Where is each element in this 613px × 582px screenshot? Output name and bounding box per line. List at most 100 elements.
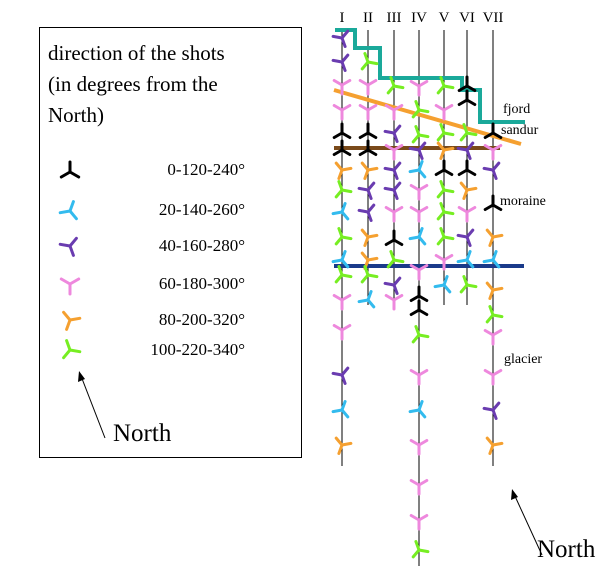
shot-symbol	[332, 324, 352, 341]
shot-symbol	[434, 254, 454, 271]
shot-symbol	[483, 329, 503, 346]
shot-symbol	[456, 250, 475, 269]
shot-symbol	[332, 139, 352, 156]
shot-symbol	[383, 161, 402, 180]
shot-symbol	[456, 141, 475, 160]
legend-title-line: North)	[48, 103, 104, 127]
shot-symbol	[457, 159, 477, 176]
legend-title-line: (in degrees from the	[48, 72, 218, 96]
shot-symbol	[436, 180, 455, 199]
shot-symbol	[331, 400, 350, 419]
zone-label-glacier: glacier	[504, 352, 543, 367]
legend-title-line: direction of the shots	[48, 41, 225, 65]
shot-symbol	[459, 181, 478, 200]
legend-box	[39, 27, 302, 458]
shot-symbol	[58, 200, 78, 221]
shot-symbol	[360, 52, 379, 71]
shot-symbol	[408, 227, 427, 246]
shot-symbol	[334, 180, 353, 199]
shot-symbol	[434, 104, 454, 121]
legend-title: direction of the shots (in degrees from …	[48, 38, 298, 131]
shot-symbol	[62, 339, 82, 360]
column-label-V: V	[438, 10, 450, 26]
shot-symbol	[436, 141, 455, 160]
map-north-arrow	[513, 493, 543, 556]
shot-symbol	[457, 75, 477, 92]
shot-symbol	[334, 161, 353, 180]
shot-symbol	[358, 104, 378, 121]
shot-symbol	[408, 141, 427, 160]
shot-symbol	[384, 144, 404, 161]
shot-symbol	[408, 400, 427, 419]
legend-label-80: 80-200-320°	[158, 310, 245, 329]
shot-symbol	[409, 80, 429, 97]
shot-symbol	[386, 250, 405, 269]
shot-symbol	[358, 79, 378, 96]
column-label-III: III	[386, 10, 402, 26]
shot-symbol	[409, 479, 429, 496]
shot-symbol	[457, 89, 477, 106]
shot-symbol	[411, 100, 430, 119]
shot-symbol	[332, 294, 352, 311]
shot-symbol	[58, 236, 78, 257]
zone-label-fjord: fjord	[503, 102, 531, 117]
shot-symbol	[332, 122, 352, 139]
shot-symbol	[436, 123, 455, 142]
shot-symbol	[409, 439, 429, 456]
shot-symbol	[411, 540, 430, 559]
shot-symbol	[62, 310, 82, 331]
shot-symbol	[331, 29, 350, 48]
shot-symbol	[436, 202, 455, 221]
shot-symbol	[433, 275, 452, 294]
shot-symbol	[408, 160, 427, 179]
shot-symbol	[409, 514, 429, 531]
shot-symbol	[331, 366, 350, 385]
legend-north-label: North	[113, 420, 172, 447]
column-label-II: II	[363, 10, 373, 26]
column-label-VI: VI	[459, 10, 475, 26]
legend-label-60: 60-180-300°	[158, 274, 245, 293]
shot-symbol	[459, 123, 478, 142]
shot-symbol	[409, 299, 429, 316]
map-north-arrowhead	[511, 489, 518, 500]
shot-symbol	[360, 265, 379, 284]
column-label-IV: IV	[411, 10, 427, 26]
shot-symbol	[358, 139, 378, 156]
shot-symbol	[384, 206, 404, 223]
shot-symbol	[457, 206, 477, 223]
fjord-boundary-line	[335, 28, 525, 124]
shot-symbol	[384, 294, 404, 311]
column-label-I: I	[339, 10, 345, 26]
shot-symbol	[483, 194, 503, 211]
shot-symbol	[409, 184, 429, 201]
shot-symbol	[411, 325, 430, 344]
shot-symbol	[334, 436, 353, 455]
shot-symbol	[384, 104, 404, 121]
shot-symbol	[384, 229, 404, 246]
shot-symbol	[485, 305, 504, 324]
shot-symbol	[411, 125, 430, 144]
shot-symbol	[357, 290, 376, 309]
legend-label-0: 0-120-240°	[167, 160, 245, 179]
shot-symbol	[357, 203, 376, 222]
shot-symbol	[485, 436, 504, 455]
shot-symbol	[483, 369, 503, 386]
shot-symbol	[59, 160, 81, 179]
shot-symbol	[409, 285, 429, 302]
legend-label-100: 100-220-340°	[150, 340, 245, 359]
shot-symbol	[331, 53, 350, 72]
shot-symbol	[482, 250, 501, 269]
shot-symbol	[334, 265, 353, 284]
shot-symbol	[409, 206, 429, 223]
shot-symbol	[383, 124, 402, 143]
shot-symbol	[456, 228, 475, 247]
shot-symbol	[483, 144, 503, 161]
shot-symbol	[358, 122, 378, 139]
shot-symbol	[409, 264, 429, 281]
shot-symbol	[357, 181, 376, 200]
shot-symbol	[483, 122, 503, 139]
shot-symbol	[485, 228, 504, 247]
shot-symbol	[436, 76, 455, 95]
zone-label-sandur: sandur	[501, 123, 539, 138]
